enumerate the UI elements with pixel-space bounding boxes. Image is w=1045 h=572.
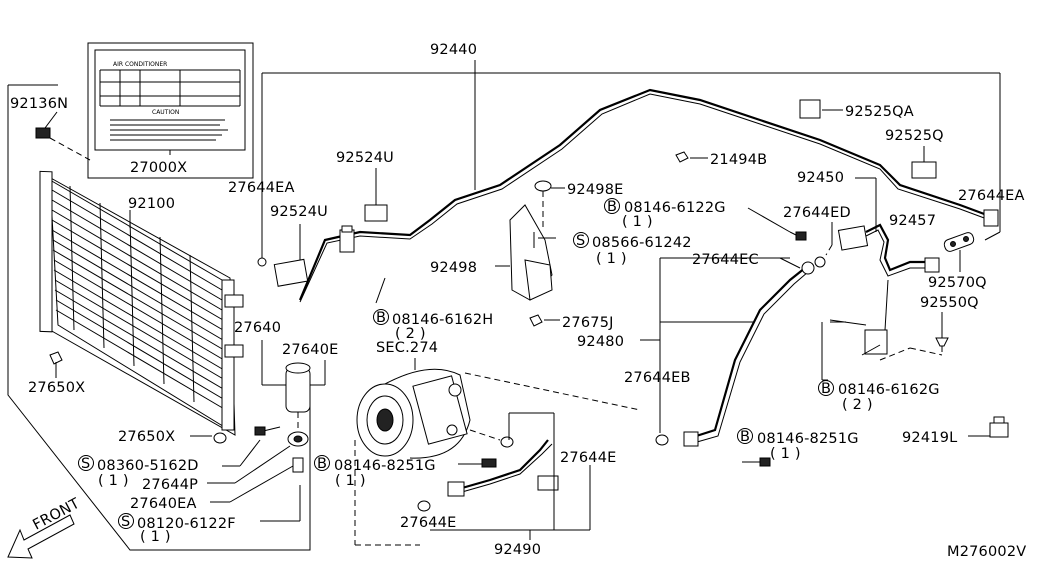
callout-92457: 92457 [889, 213, 936, 229]
callout-27000x: 27000X [130, 160, 187, 176]
compressor-sec274: SEC.274 [354, 340, 641, 546]
pipe-92440: 92440 [298, 42, 999, 303]
screw-27644p-group: S 08360-5162D ( 1 ) 27644P 27640EA S 081… [78, 426, 301, 545]
pad-27650x-top: 27650X [28, 351, 85, 396]
hose-92450: 92450 27644ED 92457 [783, 170, 940, 277]
callout-92524u-mid: 92524U [270, 204, 328, 220]
callout-08146-8251g-right-qty: ( 1 ) [770, 446, 801, 462]
callout-27644p: 27644P [142, 477, 198, 493]
callout-92419l: 92419L [902, 430, 957, 446]
callout-92480: 92480 [577, 334, 624, 350]
callout-27644ea-right: 27644EA [958, 188, 1025, 204]
callout-92525qa: 92525QA [845, 104, 914, 120]
callout-08146-8251g-right: 08146-8251G [757, 431, 859, 447]
clip-92524u-mid: 27644EA 92524U [228, 180, 328, 287]
callout-27640: 27640 [234, 320, 281, 336]
callout-92525q: 92525Q [885, 128, 944, 144]
callout-08360: 08360-5162D [97, 458, 199, 474]
callout-08146-6162h: 08146-6162H [392, 312, 493, 328]
callout-27644e-right: 27644E [560, 450, 617, 466]
callout-08146-6162g: 08146-6162G [838, 382, 940, 398]
clip-92525q: 92525Q [885, 128, 944, 179]
hose-92490: 27644E 27644E 92490 [400, 412, 617, 558]
plate-92570q: 92570Q [928, 231, 1001, 291]
clip-92525qa: 92525QA [799, 99, 914, 120]
switch-92419l: 92419L [902, 416, 1009, 446]
bolt-08146-8251g-mid: B 08146-8251G ( 1 ) [314, 455, 497, 489]
callout-27650x-bottom: 27650X [118, 429, 175, 445]
callout-27640e: 27640E [282, 342, 339, 358]
grommet-92498e: 92498E [534, 180, 624, 230]
callout-sec274: SEC.274 [376, 340, 438, 356]
callout-08146-8251g-mid-qty: ( 1 ) [335, 473, 366, 489]
callout-27644ed: 27644ED [783, 205, 851, 221]
callout-08146-6162g-qty: ( 2 ) [842, 397, 873, 413]
callout-92570q: 92570Q [928, 275, 987, 291]
callout-92498e: 92498E [567, 182, 624, 198]
callout-08120: 08120-6122F [137, 516, 236, 532]
condenser-92100: 92100 [7, 84, 311, 551]
callout-27644e-bottom: 27644E [400, 515, 457, 531]
callout-92100: 92100 [128, 196, 175, 212]
callout-92524u-top: 92524U [336, 150, 394, 166]
marker-b-08146-8251g-right: B [740, 429, 750, 445]
nut-21494b: 21494B [675, 151, 767, 168]
callout-27640ea: 27640EA [130, 496, 197, 512]
bracket-92550q: 92550Q [821, 279, 979, 381]
callout-group-92440 [261, 60, 1001, 232]
front-arrow: FRONT [7, 496, 83, 559]
callout-08360-qty: ( 1 ) [98, 473, 129, 489]
callout-08146-8251g-mid: 08146-8251G [334, 458, 436, 474]
callout-08146-6122g-qty: ( 1 ) [622, 214, 653, 230]
callout-27675j: 27675J [562, 315, 614, 331]
bolt-08146-6162g: B 08146-6162G ( 2 ) [818, 380, 940, 413]
bolt-08146-8251g-right: B 08146-8251G ( 1 ) [737, 428, 859, 467]
callout-27644ec: 27644EC [692, 252, 759, 268]
callout-21494b: 21494B [710, 152, 767, 168]
marker-s-08566: S [576, 233, 585, 249]
bolt-08146-6122g: B 08146-6122G ( 1 ) [604, 198, 807, 241]
callout-08120-qty: ( 1 ) [140, 529, 171, 545]
oring-27644ea-right: 27644EA [958, 188, 1025, 204]
marker-b-08146-6162g: B [821, 381, 831, 397]
marker-s-08120: S [121, 514, 130, 530]
callout-27650x-top: 27650X [28, 380, 85, 396]
sticker-title: AIR CONDITIONER [113, 61, 167, 68]
callout-08146-6162h-qty: ( 2 ) [395, 326, 426, 342]
hose-92480: 27644EC 92480 27644EB [577, 252, 826, 447]
callout-92440: 92440 [430, 42, 477, 58]
label-sticker-27000x: AIR CONDITIONER CAUTION 27000X [87, 42, 254, 179]
callout-08566-qty: ( 1 ) [596, 251, 627, 267]
callout-92498: 92498 [430, 260, 477, 276]
callout-08146-6122g: 08146-6122G [624, 200, 726, 216]
nut-27675j: 27675J [529, 314, 614, 331]
callout-27644eb: 27644EB [624, 370, 691, 386]
callout-08566: 08566-61242 [592, 235, 692, 251]
callout-92490: 92490 [494, 542, 541, 558]
diagram-code: M276002V [947, 544, 1026, 560]
callout-92550q: 92550Q [920, 295, 979, 311]
callout-27644ea-left: 27644EA [228, 180, 295, 196]
marker-b-08146-8251g-mid: B [317, 456, 327, 472]
sensor-92136n: 92136N [10, 96, 91, 161]
screw-08566-61242: S 08566-61242 ( 1 ) [533, 232, 692, 267]
sticker-caution: CAUTION [152, 109, 179, 116]
marker-b-08146-6122g: B [607, 199, 617, 215]
clip-92524u-top: 92524U [336, 150, 394, 222]
marker-s-08360: S [81, 456, 90, 472]
liquid-tank-27640: 27640 27640E [234, 320, 339, 473]
marker-b-08146-6162h: B [376, 310, 386, 326]
bolt-08146-6162h: B 08146-6162H ( 2 ) [373, 277, 493, 342]
callout-92450: 92450 [797, 170, 844, 186]
bracket-92498: 92498 [430, 204, 553, 301]
callout-92136n: 92136N [10, 96, 68, 112]
pad-27650x-bottom: 27650X [118, 429, 227, 445]
